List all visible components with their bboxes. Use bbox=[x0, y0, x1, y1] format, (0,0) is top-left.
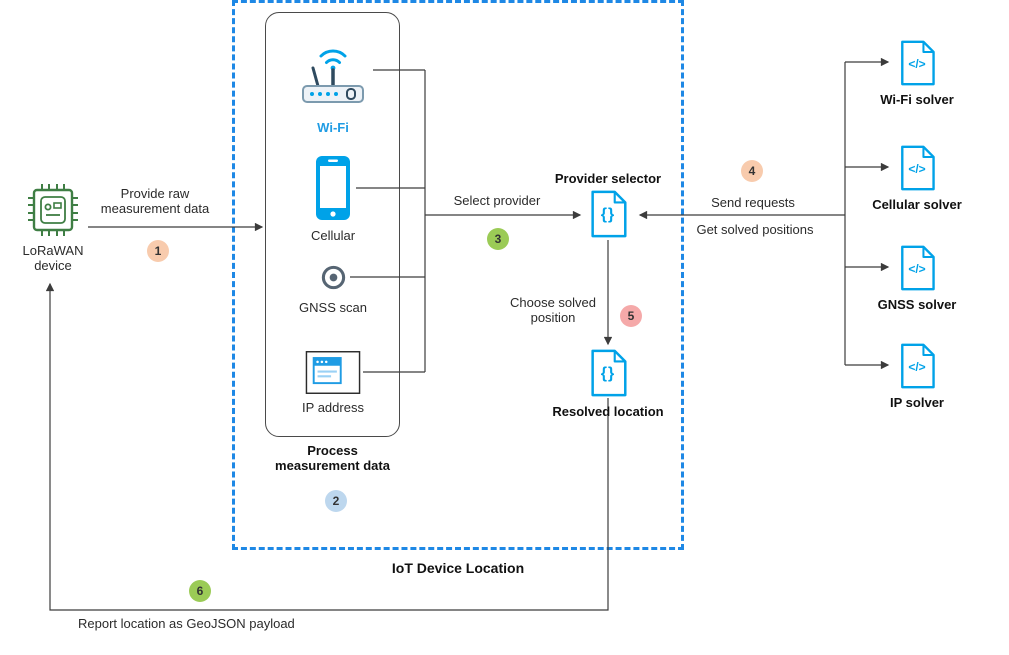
code-icon: </> bbox=[908, 261, 926, 276]
code-icon: </> bbox=[908, 359, 926, 374]
cellular-solver-node: </> bbox=[894, 145, 940, 191]
smartphone-icon bbox=[316, 156, 350, 220]
wifi-solver-label: Wi-Fi solver bbox=[880, 92, 954, 107]
ip-address-node bbox=[305, 350, 361, 395]
ip-solver-label: IP solver bbox=[890, 395, 944, 410]
braces-icon: {} bbox=[600, 364, 616, 382]
step-badge-6: 6 bbox=[189, 580, 211, 602]
resolved-location-label: Resolved location bbox=[552, 404, 664, 419]
edge-label-report-location: Report location as GeoJSON payload bbox=[78, 616, 295, 631]
gnss-solver-label: GNSS solver bbox=[877, 297, 957, 312]
code-icon: </> bbox=[908, 56, 926, 71]
provider-selector-node: {} bbox=[584, 190, 632, 238]
cellular-solver-label: Cellular solver bbox=[872, 197, 962, 212]
code-document-icon bbox=[901, 245, 935, 291]
edge-report-location-arrow bbox=[45, 282, 609, 611]
ip-solver-node: </> bbox=[894, 343, 940, 389]
gnss-scan-icon bbox=[321, 265, 346, 290]
chip-icon bbox=[28, 184, 78, 236]
gnss-scan-label: GNSS scan bbox=[299, 300, 367, 315]
step-badge-2: 2 bbox=[325, 490, 347, 512]
gnss-solver-node: </> bbox=[894, 245, 940, 291]
process-measurement-data-label: Process measurement data bbox=[275, 443, 390, 474]
resolved-location-node: {} bbox=[584, 349, 632, 397]
braces-icon: {} bbox=[600, 205, 616, 223]
edge-label-send-requests: Send requests bbox=[711, 195, 795, 210]
cellular-label: Cellular bbox=[310, 228, 356, 243]
edge-label-get-solved-positions: Get solved positions bbox=[696, 222, 814, 237]
step-badge-4: 4 bbox=[741, 160, 763, 182]
cellular-node bbox=[313, 153, 353, 223]
step-badge-5: 5 bbox=[620, 305, 642, 327]
wifi-solver-node: </> bbox=[894, 40, 940, 86]
code-icon: </> bbox=[908, 161, 926, 176]
edge-label-provide-raw: Provide raw measurement data bbox=[100, 186, 210, 217]
lorawan-device-node bbox=[26, 180, 80, 240]
ip-address-label: IP address bbox=[302, 400, 364, 415]
code-document-icon bbox=[901, 145, 935, 191]
gnss-scan-node bbox=[320, 264, 347, 291]
document-icon bbox=[591, 349, 627, 397]
wifi-label: Wi-Fi bbox=[317, 120, 349, 135]
edge-label-select-provider: Select provider bbox=[453, 193, 541, 208]
lorawan-device-label: LoRaWAN device bbox=[22, 243, 84, 274]
code-document-icon bbox=[901, 343, 935, 389]
wifi-router-icon bbox=[302, 49, 364, 103]
provider-selector-label: Provider selector bbox=[554, 171, 662, 186]
edge-label-choose-solved-position: Choose solved position bbox=[510, 295, 596, 326]
browser-window-icon bbox=[305, 351, 361, 394]
document-icon bbox=[591, 190, 627, 238]
iot-device-location-title: IoT Device Location bbox=[391, 560, 525, 576]
code-document-icon bbox=[901, 40, 935, 86]
iot-device-location-boundary bbox=[232, 0, 684, 550]
wifi-router-node bbox=[295, 38, 371, 112]
step-badge-1: 1 bbox=[147, 240, 169, 262]
step-badge-3: 3 bbox=[487, 228, 509, 250]
